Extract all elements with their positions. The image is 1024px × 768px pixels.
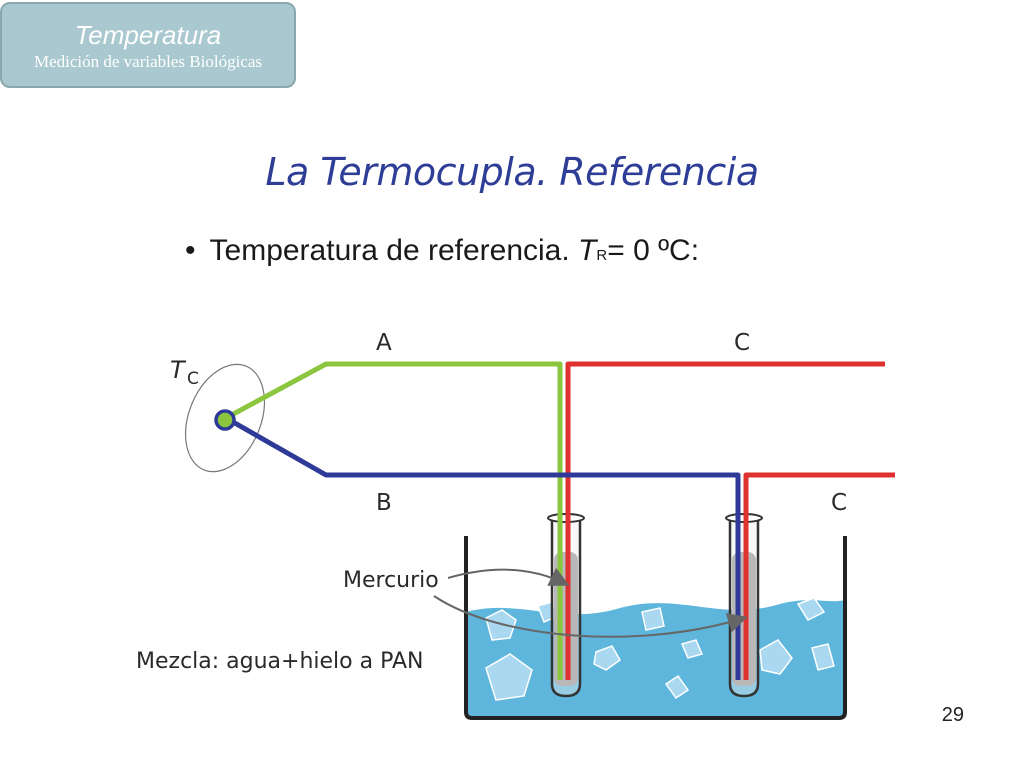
bullet-symbol: • — [185, 234, 196, 267]
wire-b — [224, 415, 741, 680]
wire-c-top-label: C — [734, 330, 750, 356]
bath-container — [464, 536, 847, 720]
junction-label: T — [170, 356, 187, 384]
wire-a-label: A — [376, 330, 392, 356]
wire-c-bottom-label: C — [831, 490, 847, 516]
header-title: Temperatura — [74, 20, 222, 50]
mercury-arrow-left — [447, 567, 570, 586]
wire-c-bottom — [743, 472, 895, 680]
wire-a — [224, 361, 563, 680]
junction-ellipse — [184, 363, 266, 473]
ice-cubes — [485, 597, 835, 701]
bullet-text: Temperatura de referencia. — [209, 234, 579, 267]
bullet-value: = 0 ºC: — [607, 234, 700, 267]
bullet-variable: T — [578, 234, 597, 267]
page-number: 29 — [941, 704, 964, 726]
junction-sub-label: C — [187, 369, 199, 389]
junction-point — [214, 409, 236, 431]
bullet-subscript: R — [596, 247, 608, 264]
header-subtitle: Medición de variables Biológicas — [33, 52, 263, 71]
mercury-label: Mercurio — [343, 568, 439, 593]
wire-b-label: B — [376, 490, 392, 516]
bullet-item: • Temperatura de referencia. TR= 0 ºC: — [185, 234, 699, 268]
mixture-label: Mezcla: agua+hielo a PAN — [136, 649, 423, 674]
header-box: Temperatura Medición de variables Biológ… — [0, 2, 296, 88]
mercury-arrow-right — [433, 595, 748, 638]
slide-title: La Termocupla. Referencia — [265, 150, 759, 194]
